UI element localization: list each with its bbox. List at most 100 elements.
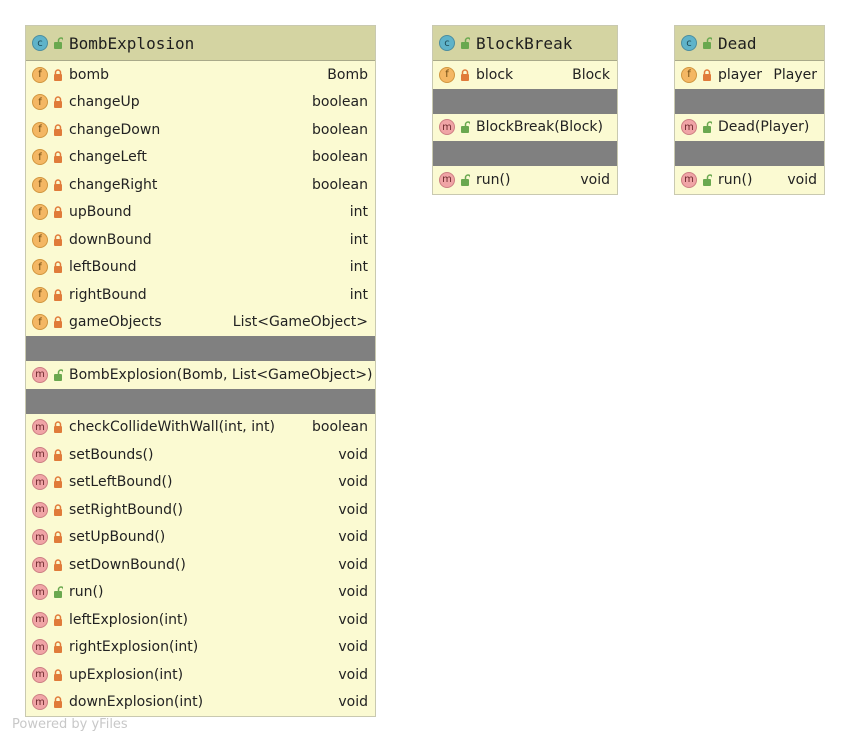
private-lock-icon (54, 206, 62, 219)
field-icon: f (32, 121, 48, 138)
field-icon: f (681, 66, 697, 83)
method-icon: m (32, 501, 48, 518)
member-type: int (349, 286, 368, 303)
private-lock-icon (54, 124, 62, 136)
compartment-separator (26, 388, 375, 414)
member-name: leftBound (69, 259, 137, 276)
member-type: void (338, 556, 368, 573)
member-name: changeDown (69, 121, 161, 138)
class-icon: c (32, 35, 48, 51)
member-name: run() (476, 171, 511, 188)
public-unlock-icon (461, 37, 470, 49)
member-type: boolean (312, 121, 368, 138)
field-row[interactable]: f upBound int (26, 199, 375, 227)
private-lock-icon (54, 69, 62, 81)
member-name: setDownBound() (69, 556, 186, 573)
method-icon: m (32, 584, 48, 601)
method-icon: m (681, 119, 697, 136)
field-icon: f (32, 204, 48, 221)
yfiles-watermark: Powered by yFiles (12, 717, 128, 732)
method-icon: m (32, 611, 48, 628)
compartment-separator (433, 141, 617, 166)
member-name: checkCollideWithWall(int, int) (69, 419, 275, 436)
private-lock-icon (54, 614, 62, 626)
method-icon: m (32, 639, 48, 656)
class-name: BlockBreak (476, 33, 573, 53)
method-icon: m (439, 171, 455, 188)
member-name: BlockBreak(Block) (476, 119, 604, 136)
field-row[interactable]: f changeDown boolean (26, 116, 375, 144)
compartment-separator (433, 88, 617, 114)
method-icon: m (32, 529, 48, 546)
member-type: boolean (312, 94, 368, 111)
compartment-separator (675, 141, 824, 166)
public-unlock-icon (54, 369, 63, 381)
public-unlock-icon (703, 37, 712, 49)
method-icon: m (32, 666, 48, 683)
member-name: upBound (69, 204, 132, 221)
private-lock-icon (54, 449, 62, 461)
member-name: leftExplosion(int) (69, 611, 188, 628)
public-unlock-icon (461, 174, 470, 186)
method-icon: m (32, 419, 48, 436)
field-icon: f (32, 66, 48, 83)
member-type: boolean (312, 176, 368, 193)
member-type: void (787, 171, 817, 188)
member-type: void (338, 694, 368, 711)
compartment-separator (26, 336, 375, 361)
field-icon: f (32, 314, 48, 331)
member-type: int (349, 231, 368, 248)
constructor-row[interactable]: m BlockBreak(Block) (433, 114, 617, 142)
member-type: int (349, 204, 368, 221)
private-lock-icon (54, 559, 62, 571)
member-name: changeUp (69, 94, 140, 111)
private-lock-icon (54, 421, 62, 434)
class-header[interactable]: c BombExplosion (26, 26, 375, 61)
member-type: void (338, 584, 368, 601)
member-name: upExplosion(int) (69, 666, 184, 683)
public-unlock-icon (703, 121, 712, 134)
private-lock-icon (54, 316, 62, 329)
method-icon: m (439, 119, 455, 136)
class-name: BombExplosion (69, 33, 195, 53)
private-lock-icon (461, 69, 469, 81)
public-unlock-icon (461, 121, 470, 134)
private-lock-icon (54, 531, 62, 544)
member-type: void (338, 611, 368, 628)
member-name: downBound (69, 231, 152, 248)
public-unlock-icon (54, 586, 63, 599)
method-row[interactable]: m leftExplosion(int) void (26, 606, 375, 634)
member-name: setRightBound() (69, 501, 183, 518)
member-name: bomb (69, 66, 109, 83)
member-name: rightBound (69, 286, 147, 303)
